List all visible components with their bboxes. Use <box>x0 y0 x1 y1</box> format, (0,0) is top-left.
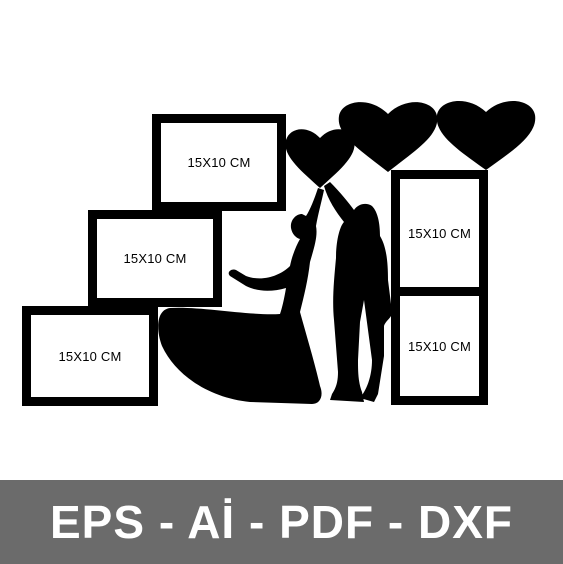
photo-frame: 15X10 CM <box>391 287 488 405</box>
photo-frame: 15X10 CM <box>152 114 286 211</box>
groom-silhouette <box>324 182 392 402</box>
file-format-text: EPS - Aİ - PDF - DXF <box>50 496 513 548</box>
frame-size-label: 15X10 CM <box>407 338 472 354</box>
frame-size-label: 15X10 CM <box>407 225 472 241</box>
bride-silhouette <box>158 188 324 404</box>
photo-frame: 15X10 CM <box>22 306 158 406</box>
frame-size-label: 15X10 CM <box>123 251 187 266</box>
photo-frame: 15X10 CM <box>391 170 488 296</box>
heart-shape <box>285 129 355 188</box>
heart-shape <box>338 102 438 172</box>
frame-size-label: 15X10 CM <box>58 348 122 364</box>
heart-shape <box>436 100 536 170</box>
photo-frame-design: 15X10 CM 15X10 CM 15X10 CM 15X10 CM 15X1… <box>22 100 536 406</box>
couple-balloons-silhouette <box>158 100 536 404</box>
photo-frame: 15X10 CM <box>88 210 222 307</box>
frame-size-label: 15X10 CM <box>187 155 251 170</box>
file-format-banner: EPS - Aİ - PDF - DXF <box>0 480 563 564</box>
